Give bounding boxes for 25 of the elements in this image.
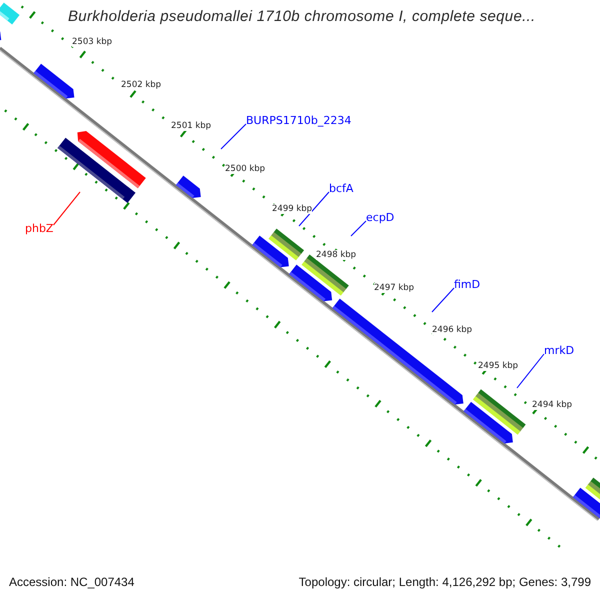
leader-line [298, 192, 330, 226]
position-label: 2496 kbp [432, 325, 472, 335]
position-label: 2503 kbp [72, 37, 112, 47]
leader-line [516, 354, 544, 388]
gene-label: fimD [454, 278, 480, 291]
position-label: 2498 kbp [316, 250, 356, 260]
leader-line [350, 220, 366, 236]
gene-label: ecpD [366, 211, 394, 224]
position-label: 2495 kbp [478, 361, 518, 371]
position-label: 2499 kbp [272, 204, 312, 214]
gene-label: bcfA [329, 182, 354, 195]
leader-line [220, 124, 246, 150]
gene-label: BURPS1710b_2234 [246, 114, 352, 127]
gene-label: mrkD [544, 344, 574, 357]
leader-line [52, 192, 80, 226]
genome-summary-text: Topology: circular; Length: 4,126,292 bp; Genes: 3,799 [298, 575, 591, 589]
map-title: Burkholderia pseudomallei 1710b chromosome I, complete seque... [68, 8, 536, 26]
position-label: 2501 kbp [171, 121, 212, 131]
gene-label: phbZ [25, 222, 54, 235]
leader-line [432, 288, 454, 312]
position-label: 2497 kbp [374, 283, 414, 293]
position-label: 2502 kbp [121, 80, 162, 90]
position-label: 2500 kbp [225, 164, 266, 174]
position-label: 2494 kbp [532, 400, 572, 410]
accession-text: Accession: NC_007434 [9, 575, 134, 589]
